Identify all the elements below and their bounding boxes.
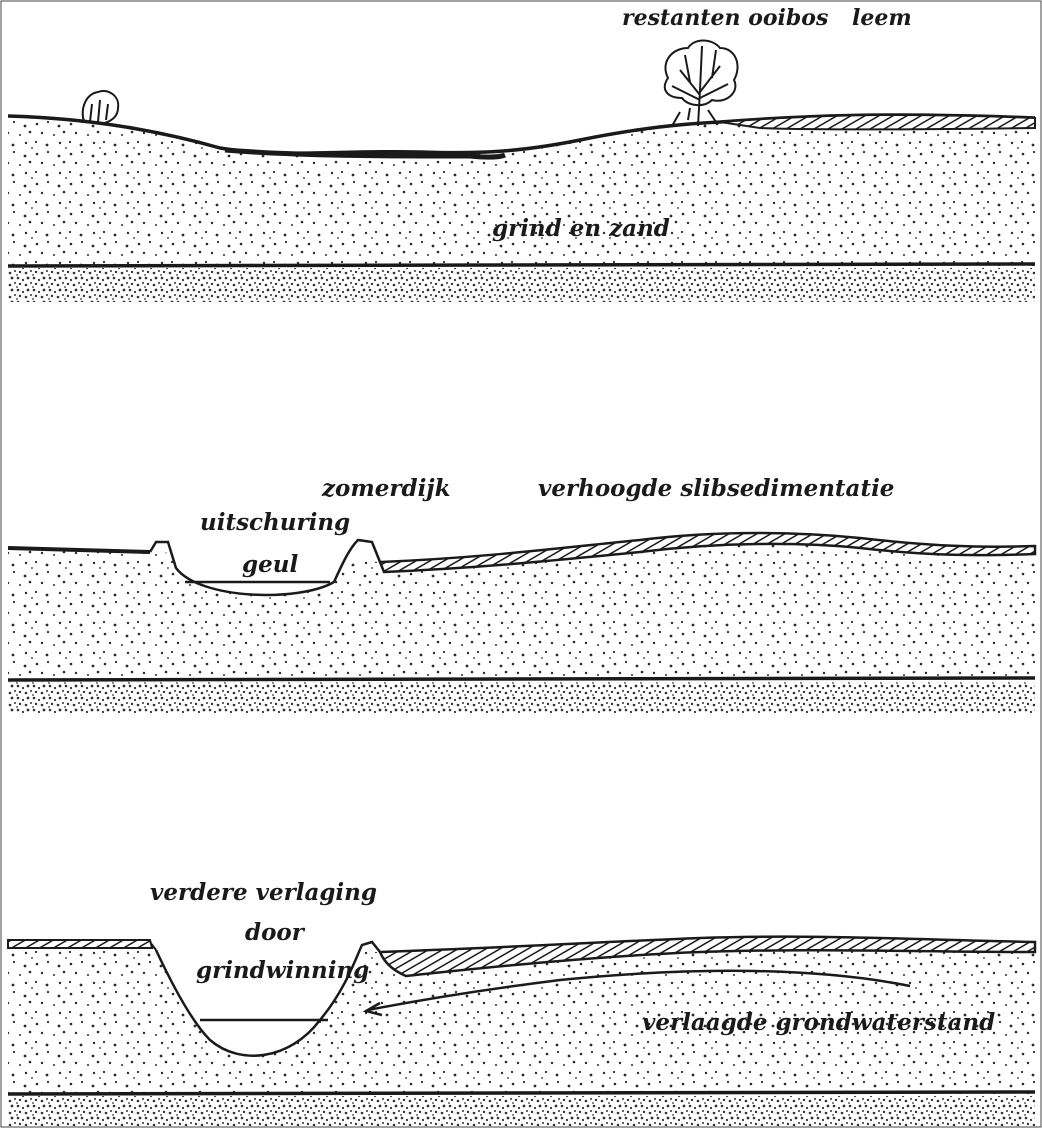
label-verhoogde-slibsedimentatie: verhoogde slibsedimentatie — [538, 475, 894, 502]
bottom-bedrock-line — [8, 1092, 1035, 1094]
bottom-gravel-band — [8, 1096, 1035, 1126]
label-zomerdijk: zomerdijk — [321, 475, 451, 502]
panel-top: restanten ooibos leem grind en zand — [8, 5, 1035, 302]
bottom-loam-left — [8, 940, 152, 948]
label-verdere-verlaging: verdere verlaging — [150, 879, 377, 906]
top-gravel-band — [8, 268, 1035, 302]
label-geul: geul — [242, 551, 298, 578]
middle-gravel-band — [8, 682, 1035, 714]
top-sand-layer — [8, 115, 1035, 266]
label-door: door — [245, 919, 306, 946]
panel-middle: zomerdijk verhoogde slibsedimentatie uit… — [8, 475, 1035, 714]
label-uitschuring: uitschuring — [200, 509, 350, 536]
label-leem: leem — [852, 5, 912, 31]
label-restanten-ooibos: restanten ooibos — [622, 5, 828, 31]
label-verlaagde-grondwaterstand: verlaagde grondwaterstand — [642, 1009, 995, 1036]
panel-bottom: verdere verlaging door grindwinning verl… — [8, 879, 1035, 1126]
top-bedrock-line — [8, 264, 1035, 266]
tree-icon — [665, 41, 738, 127]
label-grind-en-zand: grind en zand — [492, 215, 670, 242]
bush-icon — [83, 91, 118, 124]
middle-bedrock-line — [8, 678, 1035, 680]
label-grindwinning: grindwinning — [196, 957, 369, 984]
